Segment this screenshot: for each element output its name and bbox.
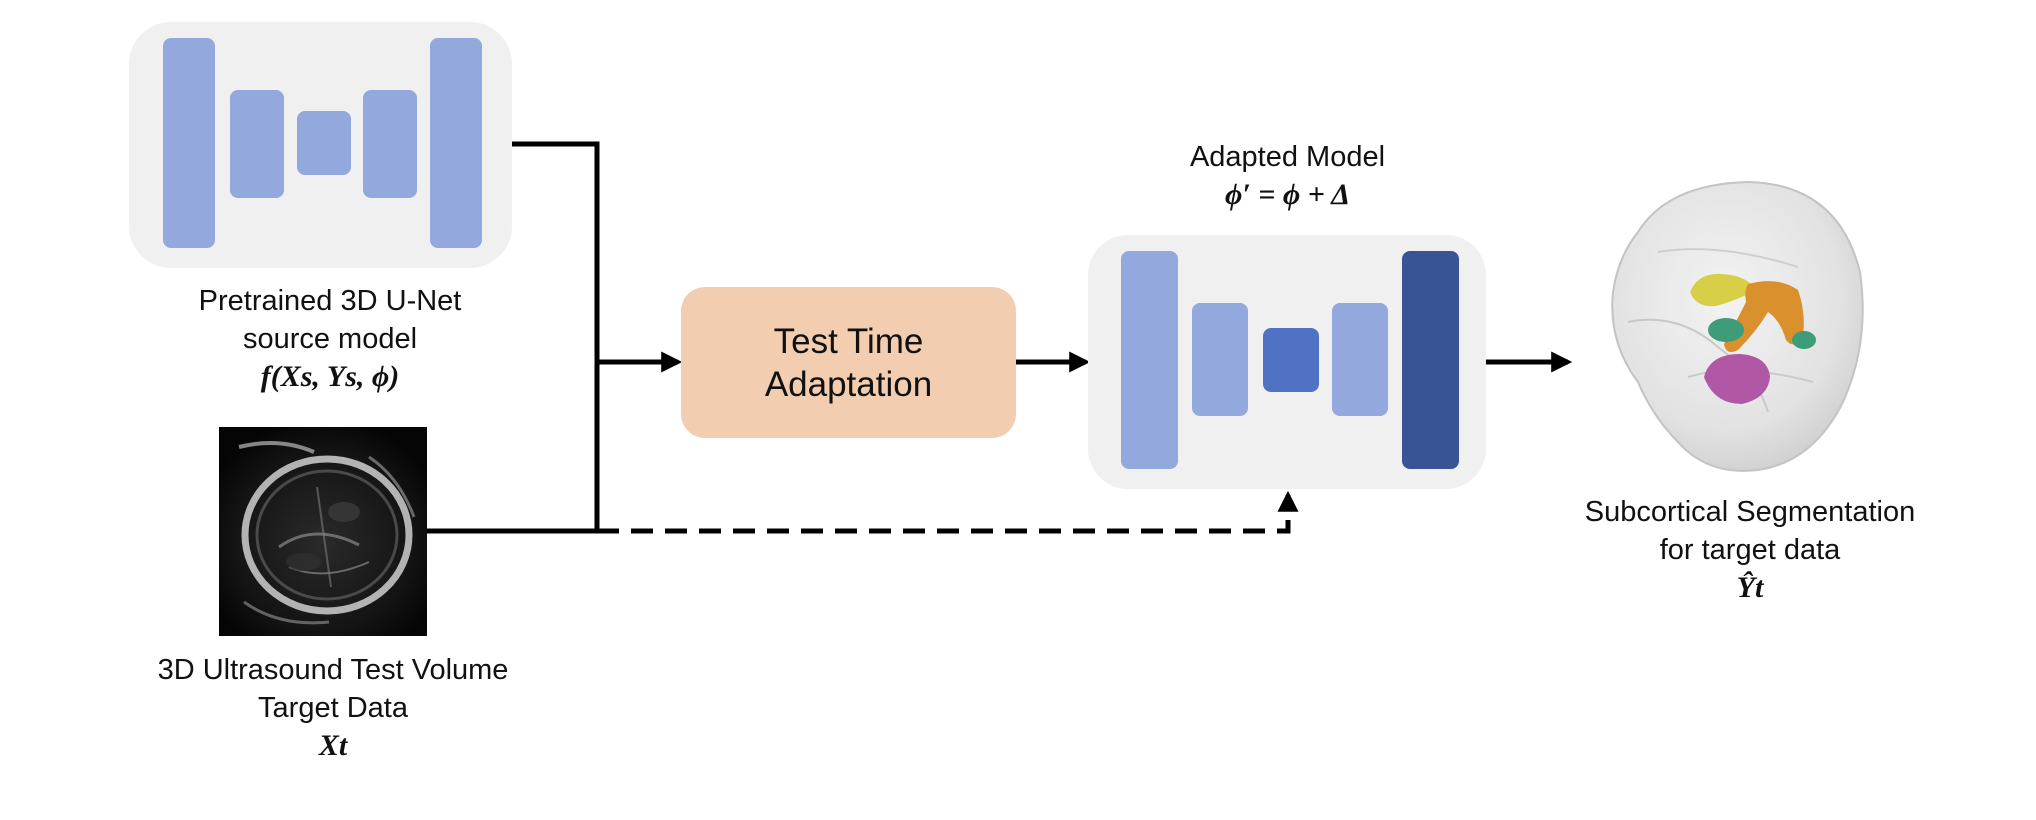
target-data-caption-line1: 3D Ultrasound Test Volume [157, 654, 509, 686]
source-decoder-block-1 [430, 38, 482, 248]
adapted-bottleneck-block [1263, 328, 1319, 392]
target-data-caption-line2: Target Data [258, 692, 408, 724]
segmentation-caption-line1: Subcortical Segmentation [1584, 496, 1916, 528]
adapted-model-heading: Adapted Model ϕ′ = ϕ + Δ [1130, 138, 1445, 214]
adapted-encoder-block-2 [1192, 303, 1248, 416]
source-model-formula: f(Xs, Ys, ϕ) [260, 360, 400, 393]
target-data-caption: 3D Ultrasound Test Volume Target Data Xt [118, 651, 548, 765]
adapted-decoder-block-1 [1402, 251, 1459, 469]
tta-label-line2: Adaptation [764, 364, 933, 404]
adapted-encoder-block-1 [1121, 251, 1178, 469]
source-model-caption-line1: Pretrained 3D U-Net [198, 285, 462, 317]
target-data-formula: Xt [318, 729, 348, 762]
source-model-caption: Pretrained 3D U-Net source model f(Xs, Y… [130, 282, 530, 396]
segmentation-caption: Subcortical Segmentation for target data… [1540, 493, 1960, 607]
source-model-panel [129, 22, 512, 268]
source-model-caption-line2: source model [242, 323, 418, 355]
adapted-model-title: Adapted Model [1189, 141, 1386, 173]
test-time-adaptation-box: Test Time Adaptation [681, 287, 1016, 438]
adapted-model-panel [1088, 235, 1486, 489]
tta-label-line1: Test Time [773, 321, 924, 361]
segmentation-formula: Ŷt [1736, 571, 1764, 604]
segmentation-brain-render [1598, 172, 1870, 480]
segmentation-caption-line2: for target data [1659, 534, 1841, 566]
source-bottleneck-block [297, 111, 351, 175]
adapted-model-formula: ϕ′ = ϕ + Δ [1224, 178, 1351, 211]
source-encoder-block-1 [163, 38, 215, 248]
adapted-decoder-block-2 [1332, 303, 1388, 416]
ultrasound-volume-image [219, 427, 427, 636]
source-encoder-block-2 [230, 90, 284, 198]
source-decoder-block-2 [363, 90, 417, 198]
